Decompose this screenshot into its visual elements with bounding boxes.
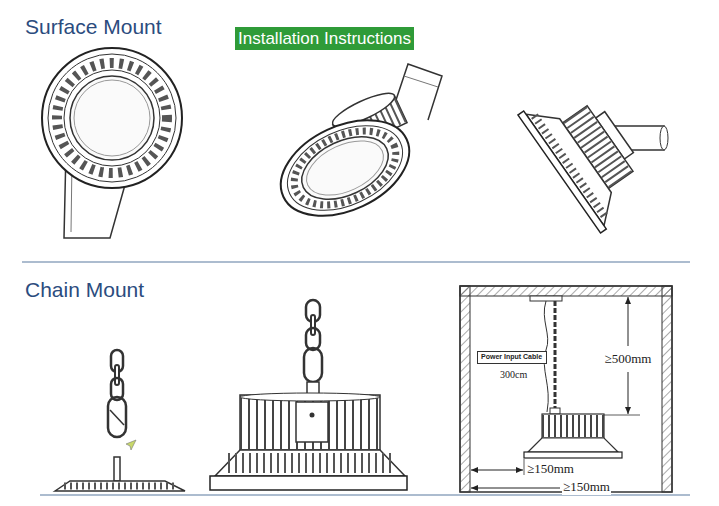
cable-length: 300cm [499, 369, 528, 381]
dimension-label: ≥500mm [604, 352, 653, 367]
callout-box: Power Input Cable [477, 351, 547, 364]
callout-text: Power Input Cable [481, 353, 543, 361]
title-banner: Installation Instructions [235, 27, 414, 50]
section-heading: Chain Mount [24, 278, 145, 302]
section-heading: Surface Mount [24, 15, 163, 39]
dimension-label: ≥150mm [526, 462, 575, 477]
dimension-label: ≥150mm [562, 480, 611, 495]
